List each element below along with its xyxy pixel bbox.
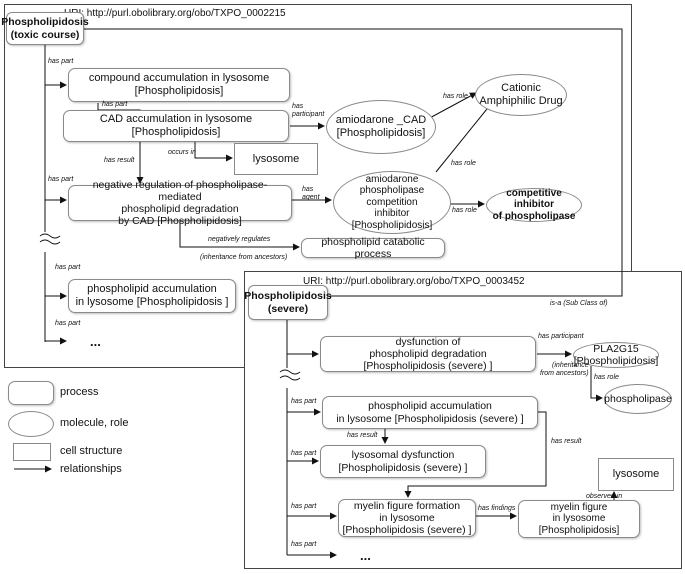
label-has-part: has part	[48, 176, 74, 183]
label-has-part: has part	[48, 58, 74, 65]
compound-accumulation-process: compound accumulation in lysosome [Phosp…	[68, 68, 290, 102]
myelin-figure-finding: myelin figure in lysosome [Phospholipido…	[518, 500, 640, 538]
label-has-result: has result	[551, 438, 582, 445]
cationic-amphiphilic-drug-role: Cationic Amphiphilic Drug	[475, 74, 567, 116]
label-has-result: has result	[347, 432, 378, 439]
label-has-part: has part	[55, 320, 81, 327]
phospholipid-accumulation-process: phospholipid accumulation in lysosome [P…	[68, 279, 236, 313]
legend-process-swatch	[8, 381, 54, 405]
label-has-agent: has agent	[302, 186, 320, 202]
label-occurs-in: occurs in	[168, 149, 197, 156]
severe-lysosome-cell-structure: lysosome	[598, 458, 674, 491]
label-has-role: has role	[594, 374, 619, 381]
label-has-part: has part	[291, 398, 317, 405]
legend-cell-swatch	[13, 443, 51, 461]
label-has-role: has role	[452, 207, 477, 214]
phospholipid-catabolic-process: phospholipid catabolic process	[301, 236, 445, 260]
label-has-role: has role	[451, 160, 476, 167]
label-has-part: has part	[291, 503, 317, 510]
legend-process-label: process	[60, 386, 99, 398]
dysfunction-process: dysfunction of phospholipid degradation …	[320, 336, 536, 372]
amiodarone-cad-molecule: amiodarone _CAD [Phospholipidosis]	[326, 100, 436, 154]
label-has-part: has part	[102, 101, 128, 108]
severe-phospholipid-accumulation-process: phospholipid accumulation in lysosome [P…	[322, 396, 538, 429]
label-inheritance: (inheritance from ancestors)	[200, 254, 288, 261]
amiodarone-inhibitor-molecule: amiodarone phospholipase competition inh…	[333, 171, 451, 234]
myelin-figure-formation-process: myelin figure formation in lysosome [Pho…	[338, 499, 476, 537]
lysosomal-dysfunction-process: lysosomal dysfunction [Phospholipidosis …	[320, 445, 486, 478]
legend-cell-label: cell structure	[60, 445, 123, 457]
label-inheritance: (inheritance from ancestors)	[540, 362, 589, 378]
label-has-participant: has participant	[538, 333, 584, 340]
label-observed-in: observed in	[586, 493, 623, 500]
label-has-participant: has participant	[292, 103, 325, 119]
phospholipase-role: phospholipase	[604, 384, 672, 414]
negative-regulation-process: negative regulation of phospholipase-med…	[68, 179, 292, 227]
is-a-arrow	[59, 25, 623, 297]
pla2g15-molecule: PLA2G15 [Phospholipidosis]	[573, 342, 659, 368]
label-has-part: has part	[55, 264, 81, 271]
label-negatively-regulates: negatively regulates	[208, 236, 271, 243]
lysosome-cell-structure: lysosome	[234, 143, 318, 175]
label-has-part: has part	[291, 450, 317, 457]
label-is-a: is-a (Sub Class of)	[550, 300, 608, 307]
cad-accumulation-process: CAD accumulation in lysosome [Phospholip…	[63, 110, 289, 142]
severe-continuation: ...	[360, 548, 371, 563]
legend-molecule-label: molecule, role	[60, 417, 129, 429]
competitive-inhibitor-role: competitive inhibitor of phospholipase	[486, 188, 582, 222]
toxic-continuation: ...	[90, 334, 101, 349]
toxic-course-root: Phospholipidosis (toxic course)	[1, 12, 89, 45]
label-has-result: has result	[104, 157, 135, 164]
label-has-part: has part	[291, 541, 317, 548]
severe-root: Phospholipidosis (severe)	[244, 285, 332, 320]
label-has-findings: has findings	[478, 505, 516, 512]
label-has-role: has role	[443, 93, 468, 100]
legend-molecule-swatch	[8, 411, 54, 437]
severe-uri: URI: http://purl.obolibrary.org/obo/TXPO…	[303, 276, 525, 287]
toxic-uri: URI: http://purl.obolibrary.org/obo/TXPO…	[64, 8, 286, 19]
legend-relationships-label: relationships	[60, 463, 122, 475]
